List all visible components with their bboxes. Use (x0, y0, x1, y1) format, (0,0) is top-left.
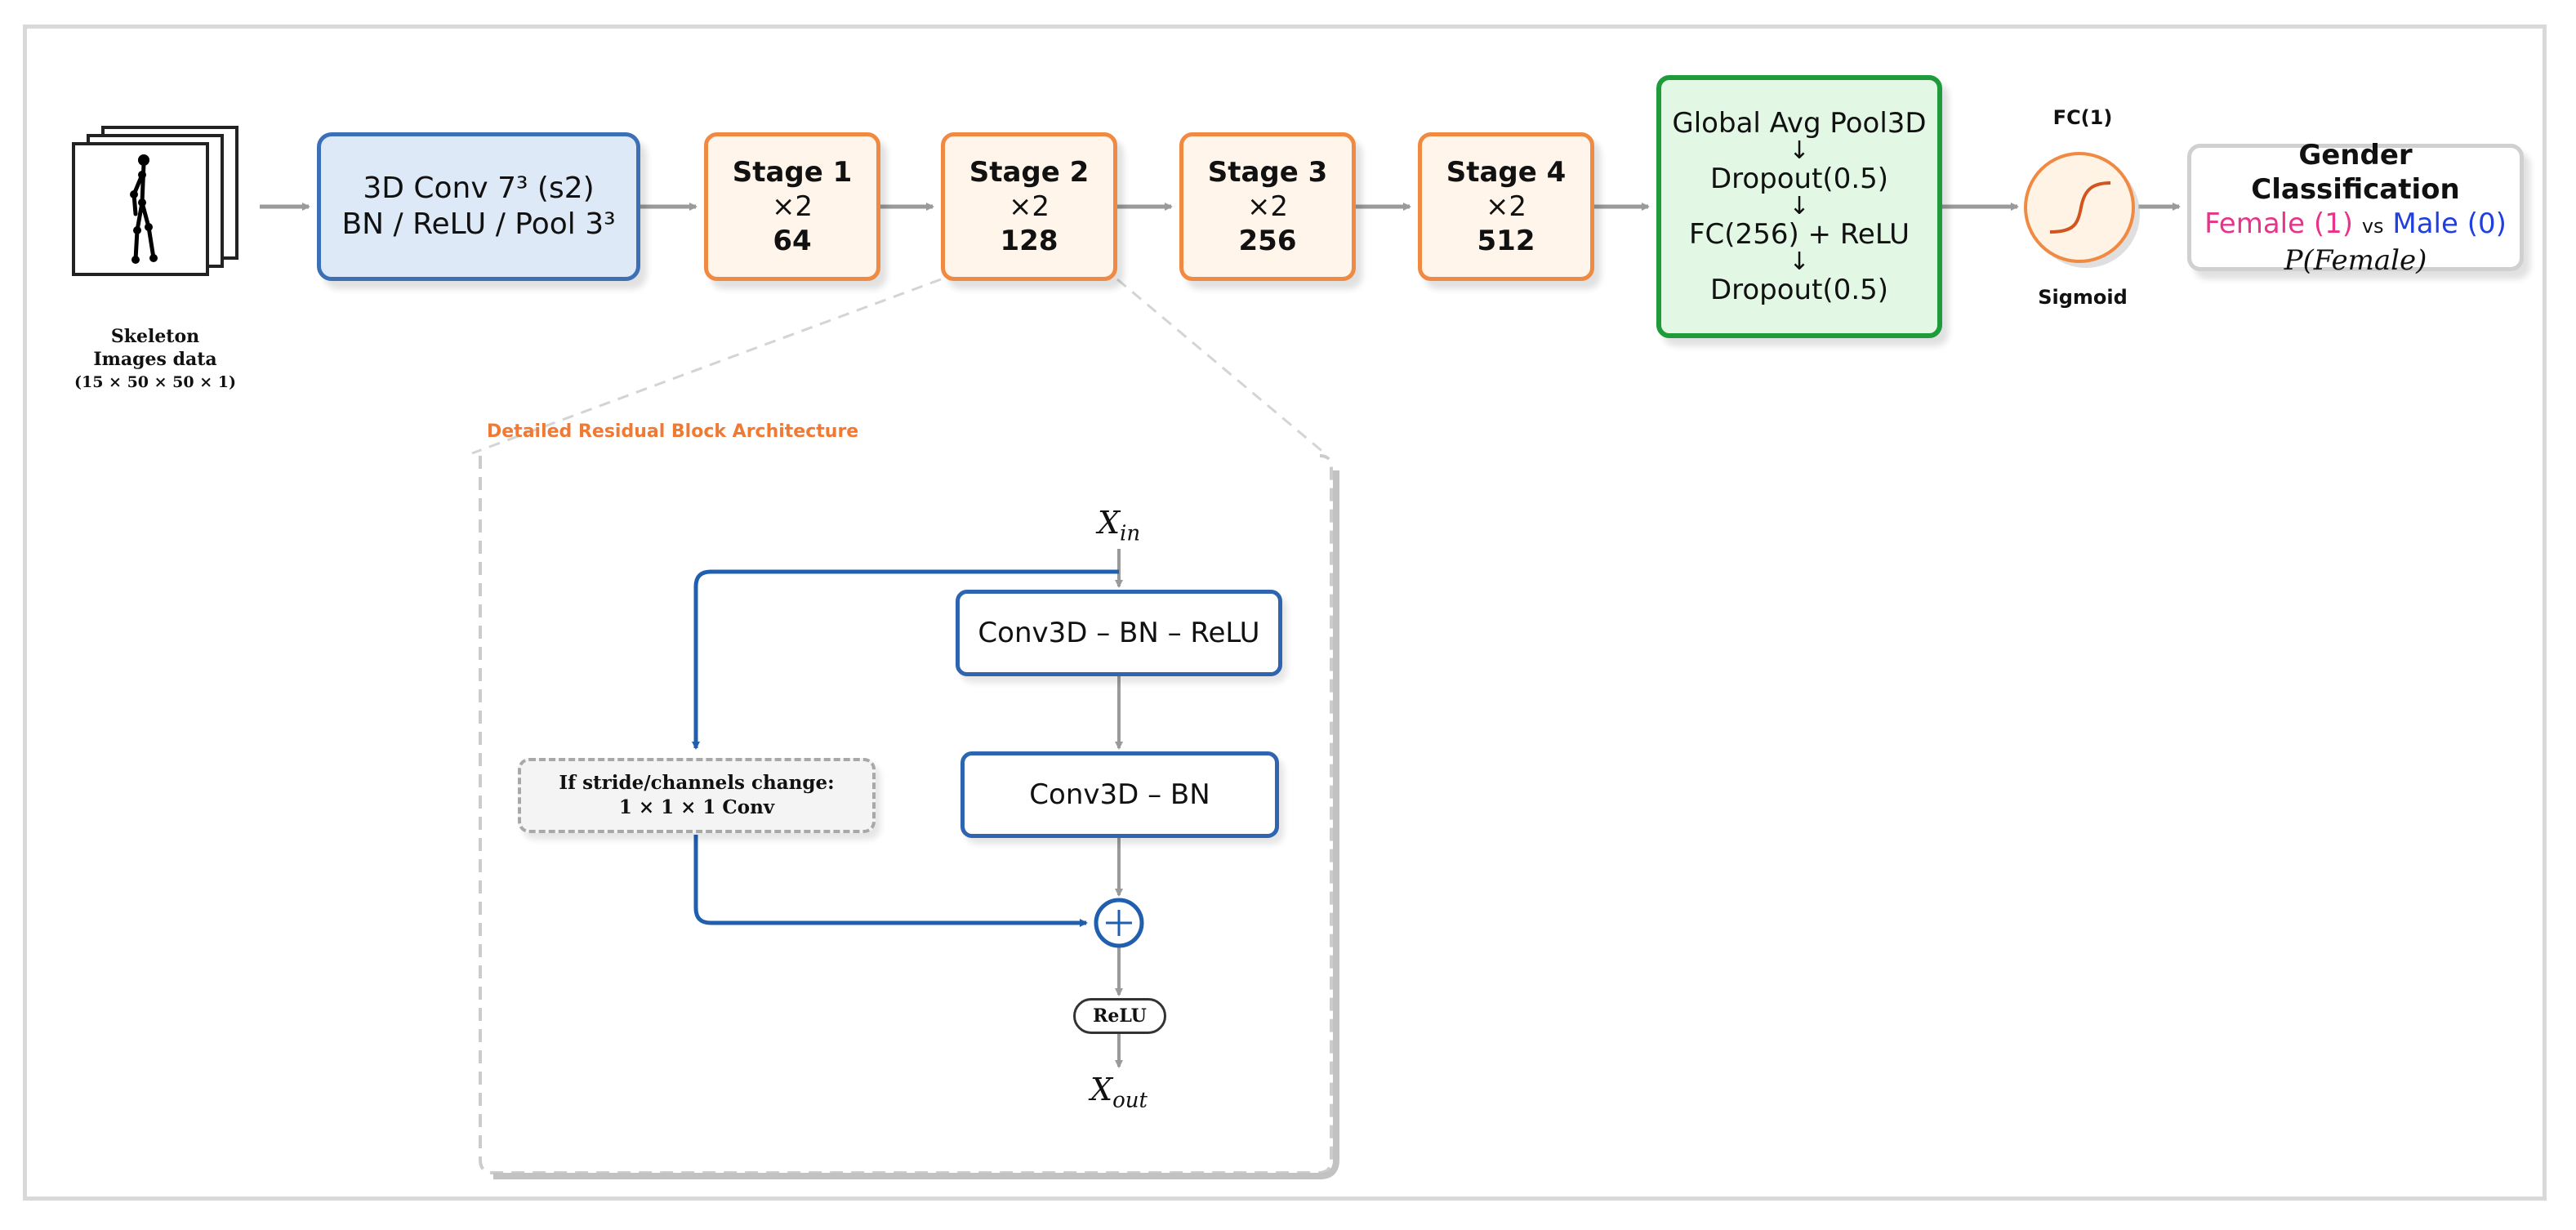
head-arrow-3: ↓ (1789, 247, 1810, 276)
relu-label: ReLU (1093, 1005, 1147, 1027)
sigmoid-top-label: FC(1) (2052, 106, 2113, 129)
shortcut-line2: 1 × 1 × 1 Conv (618, 796, 775, 818)
shortcut-arrow-to-add (693, 835, 1088, 927)
stage-4-block: Stage 4 ×2 512 (1418, 132, 1594, 281)
head-line2: Dropout(0.5) (1709, 163, 1889, 195)
input-caption-line2: Images data (93, 349, 217, 370)
head-line4: Dropout(0.5) (1709, 274, 1889, 306)
head-arrow-1: ↓ (1789, 136, 1810, 165)
shortcut-conv-block: If stride/channels change: 1 × 1 × 1 Con… (518, 758, 876, 833)
conv1-label: Conv3D – BN – ReLU (978, 617, 1260, 649)
output-probability: P(Female) (2284, 243, 2427, 277)
output-block: Gender Classification Female (1) vs Male… (2187, 139, 2524, 277)
shortcut-line1: If stride/channels change: (559, 772, 835, 794)
head-arrow-2: ↓ (1789, 192, 1810, 221)
residual-panel-frame (479, 454, 1333, 1174)
conv-bn-block: Conv3D – BN (960, 751, 1279, 838)
residual-panel-shadow (493, 470, 1339, 1179)
stem-line2: BN / ReLU / Pool 3³ (341, 207, 616, 241)
stem-line1: 3D Conv 7³ (s2) (363, 172, 595, 205)
input-caption: Skeleton Images data (15 × 50 × 50 × 1) (57, 325, 253, 394)
stage-2-repeat: ×2 (1008, 190, 1050, 223)
stage-4-title: Stage 4 (1446, 156, 1567, 189)
input-image-stack (72, 126, 243, 281)
stage-3-title: Stage 3 (1207, 156, 1328, 189)
sigmoid-curve-icon (2049, 181, 2111, 234)
stage-2-block: Stage 2 ×2 128 (941, 132, 1117, 281)
stage-1-repeat: ×2 (771, 190, 813, 223)
output-classes: Female (1) vs Male (0) (2204, 207, 2507, 243)
stage-1-block: Stage 1 ×2 64 (704, 132, 880, 281)
classifier-head-block: Global Avg Pool3D ↓ Dropout(0.5) ↓ FC(25… (1656, 75, 1942, 338)
input-caption-line1: Skeleton (110, 326, 200, 347)
relu-node: ReLU (1073, 998, 1166, 1034)
shortcut-arrow-down (692, 569, 1119, 750)
output-vs: vs (2361, 214, 2384, 238)
output-male-label: Male (0) (2392, 207, 2507, 240)
output-female-label: Female (1) (2204, 207, 2354, 240)
skeleton-figure-icon (130, 154, 158, 264)
output-title: Gender Classification (2251, 138, 2460, 206)
zoom-line-left (471, 278, 942, 455)
stage-2-channels: 128 (1000, 225, 1058, 257)
zoom-line-right (1116, 278, 1326, 455)
conv2-label: Conv3D – BN (1029, 778, 1210, 811)
stage-3-block: Stage 3 ×2 256 (1179, 132, 1356, 281)
head-line3: FC(256) + ReLU (1689, 218, 1910, 251)
residual-input-label: Xin (1070, 505, 1168, 546)
residual-output-label: Xout (1062, 1072, 1176, 1113)
residual-panel-title: Detailed Residual Block Architecture (487, 421, 859, 442)
stage-3-channels: 256 (1238, 225, 1297, 257)
image-frame-front (72, 142, 209, 276)
x-in-base: X (1097, 505, 1120, 541)
head-line1: Global Avg Pool3D (1672, 107, 1927, 140)
stage-2-title: Stage 2 (969, 156, 1090, 189)
x-out-base: X (1090, 1072, 1113, 1107)
stage-1-channels: 64 (773, 225, 812, 257)
x-out-sub: out (1112, 1088, 1148, 1113)
stage-1-title: Stage 1 (732, 156, 853, 189)
stage-4-repeat: ×2 (1485, 190, 1527, 223)
sigmoid-node (2024, 152, 2140, 268)
sigmoid-bottom-label: Sigmoid (2038, 286, 2128, 309)
stage-4-channels: 512 (1477, 225, 1535, 257)
conv-bn-relu-block: Conv3D – BN – ReLU (956, 590, 1282, 676)
stage-3-repeat: ×2 (1246, 190, 1289, 223)
figure-frame (23, 25, 2547, 1201)
x-in-sub: in (1120, 521, 1141, 546)
input-caption-line3: (15 × 50 × 50 × 1) (74, 373, 236, 391)
stem-conv-block: 3D Conv 7³ (s2) BN / ReLU / Pool 3³ (317, 132, 640, 281)
